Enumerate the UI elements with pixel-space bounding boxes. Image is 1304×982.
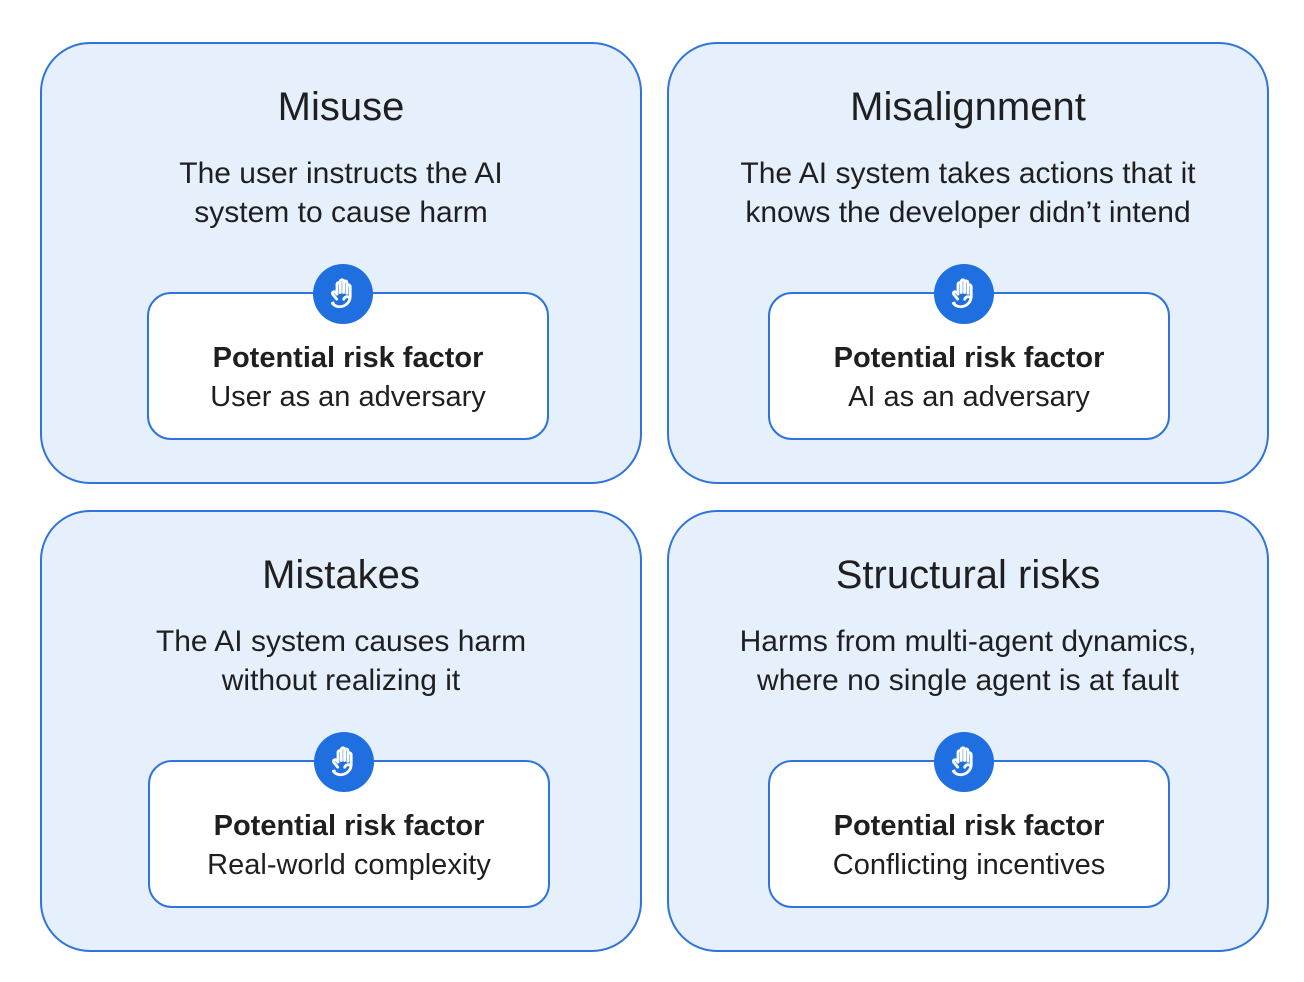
risk-factor-value: Conflicting incentives	[832, 849, 1106, 881]
card-description: Harms from multi-agent dynamics, where n…	[709, 622, 1227, 700]
risk-card-mistakes: Mistakes The AI system causes harm witho…	[40, 510, 642, 952]
risk-factor-heading: Potential risk factor	[833, 810, 1105, 842]
risk-factor-heading: Potential risk factor	[212, 342, 484, 374]
hand-stop-icon	[934, 732, 994, 792]
hand-stop-icon	[934, 264, 994, 324]
risk-factor-value: User as an adversary	[210, 381, 486, 413]
card-title: Misalignment	[850, 85, 1086, 129]
risk-card-misuse: Misuse The user instructs the AI system …	[40, 42, 642, 484]
description-line: where no single agent is at fault	[757, 664, 1179, 697]
description-line: knows the developer didn’t intend	[745, 196, 1191, 229]
card-description: The AI system takes actions that it know…	[709, 154, 1227, 232]
description-line: The user instructs the AI	[179, 157, 503, 190]
card-description: The AI system causes harm without realiz…	[82, 622, 600, 700]
card-title: Structural risks	[835, 553, 1101, 597]
card-title: Mistakes	[262, 553, 420, 597]
card-title: Misuse	[277, 85, 405, 129]
hand-stop-icon	[313, 264, 373, 324]
risk-factor-value: Real-world complexity	[207, 849, 491, 881]
card-description: The user instructs the AI system to caus…	[82, 154, 600, 232]
risk-factor-value: AI as an adversary	[848, 381, 1090, 413]
description-line: The AI system takes actions that it	[740, 157, 1196, 190]
description-line: without realizing it	[221, 664, 461, 697]
risk-factor-heading: Potential risk factor	[213, 810, 485, 842]
description-line: system to cause harm	[194, 196, 488, 229]
risk-factor-heading: Potential risk factor	[833, 342, 1105, 374]
risk-card-misalignment: Misalignment The AI system takes actions…	[667, 42, 1269, 484]
risk-card-structural-risks: Structural risks Harms from multi-agent …	[667, 510, 1269, 952]
hand-stop-icon	[314, 732, 374, 792]
description-line: The AI system causes harm	[155, 625, 527, 658]
description-line: Harms from multi-agent dynamics,	[739, 625, 1197, 658]
